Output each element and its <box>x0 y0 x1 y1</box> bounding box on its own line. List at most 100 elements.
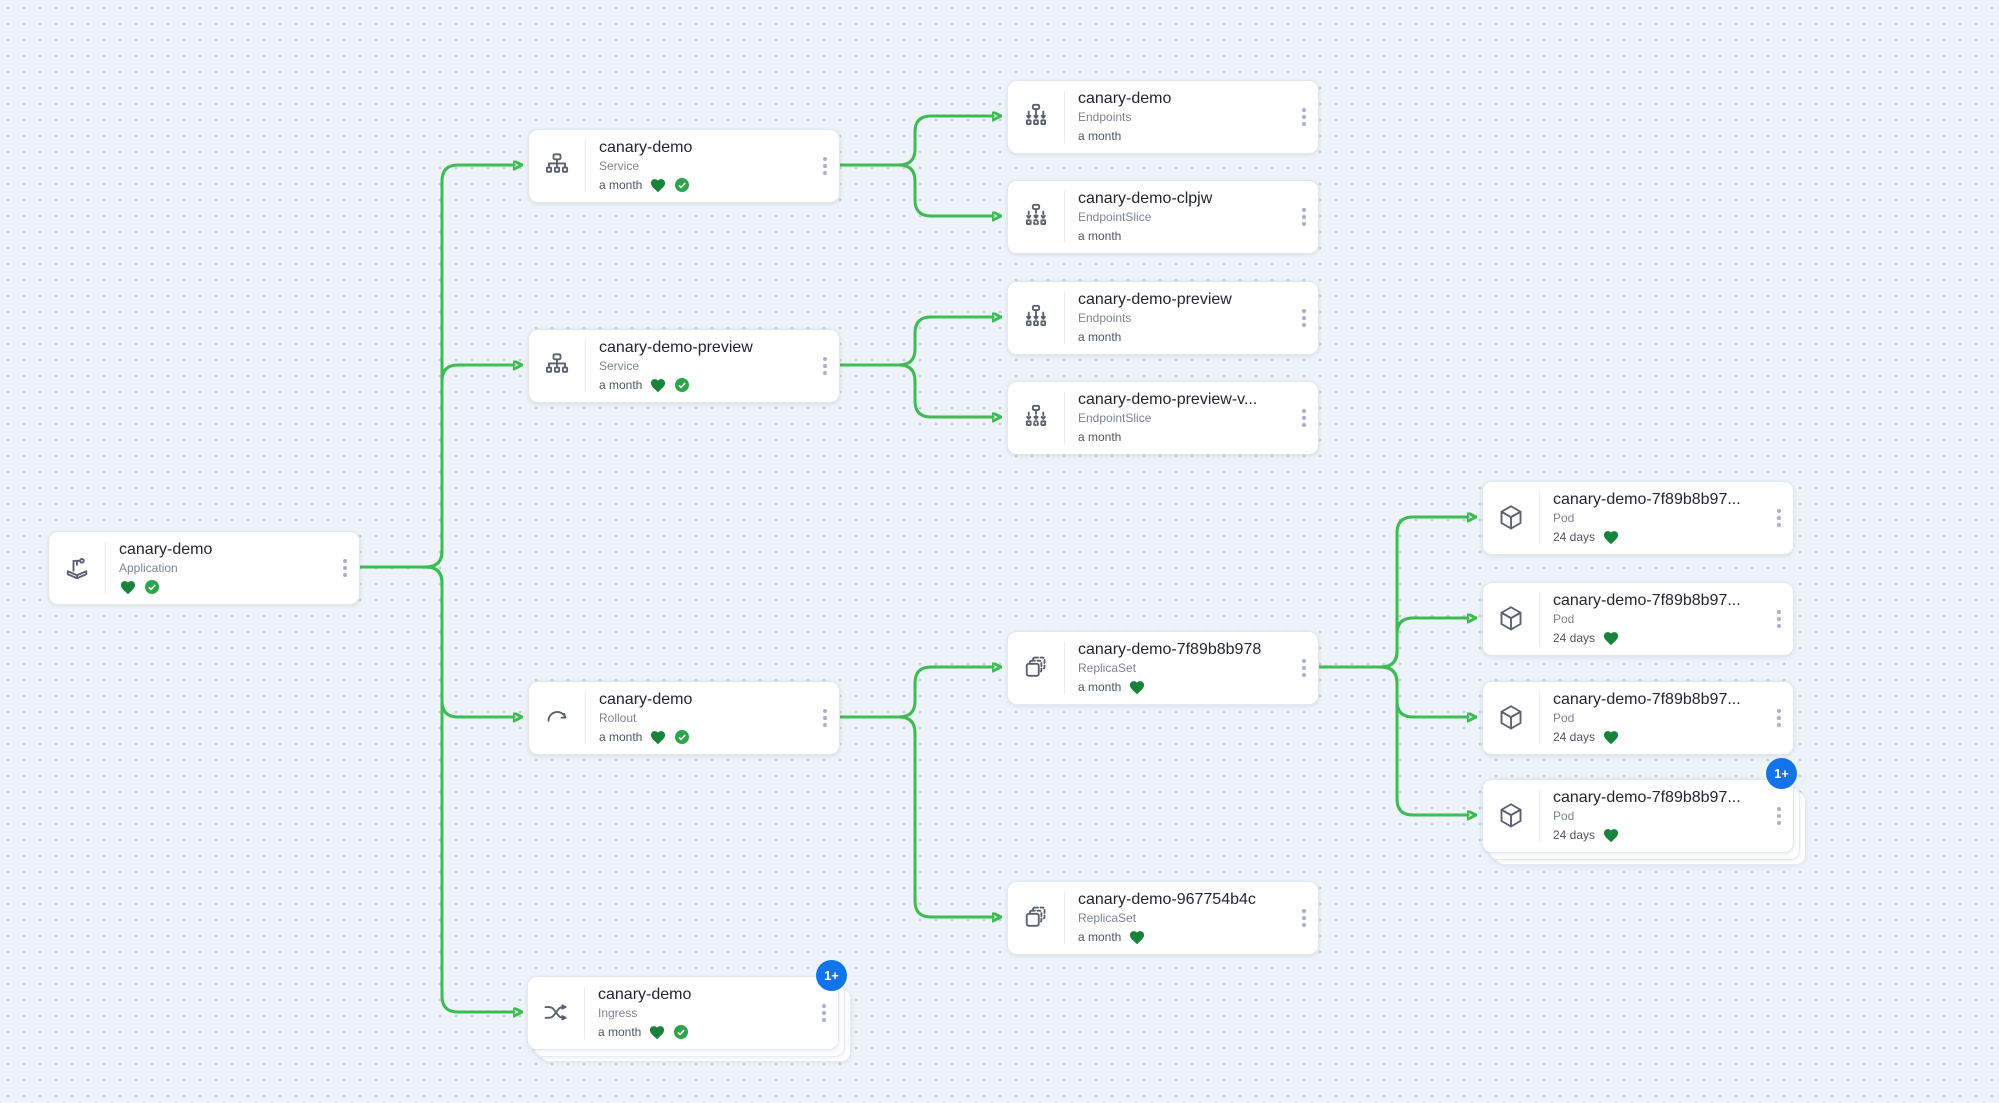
collapsed-count-badge[interactable]: 1+ <box>816 960 847 991</box>
node-menu-button[interactable] <box>1765 807 1793 825</box>
synced-check-icon <box>144 579 160 595</box>
node-kind: Pod <box>1553 809 1575 823</box>
synced-check-icon <box>674 177 690 193</box>
endpoints-icon <box>1008 303 1064 333</box>
node-age: 24 days <box>1553 530 1596 544</box>
service-icon <box>529 351 585 381</box>
node-kind: Service <box>599 359 640 373</box>
node-endpointslice-canary-demo-clpjw[interactable]: canary-demo-clpjw EndpointSlice a month <box>1007 180 1319 254</box>
node-title: canary-demo-7f89b8b97... <box>1553 788 1741 806</box>
replicaset-icon <box>1008 653 1064 683</box>
node-age: a month <box>1078 229 1122 243</box>
divider <box>1539 790 1540 842</box>
node-pod-2[interactable]: canary-demo-7f89b8b97... Pod 24 days <box>1482 582 1794 656</box>
node-title: canary-demo-preview-v... <box>1078 390 1258 408</box>
divider <box>585 340 586 392</box>
node-menu-button[interactable] <box>1290 409 1318 427</box>
node-menu-button[interactable] <box>1765 610 1793 628</box>
node-endpointslice-canary-demo-preview[interactable]: canary-demo-preview-v... EndpointSlice a… <box>1007 381 1319 455</box>
node-title: canary-demo-7f89b8b97... <box>1553 690 1741 708</box>
divider <box>1539 593 1540 645</box>
node-title: canary-demo-preview <box>599 338 753 356</box>
node-menu-button[interactable] <box>1290 108 1318 126</box>
node-menu-button[interactable] <box>811 357 839 375</box>
node-replicaset-canary-demo-7f89b8b978[interactable]: canary-demo-7f89b8b978 ReplicaSet a mont… <box>1007 631 1319 705</box>
node-ingress-canary-demo[interactable]: canary-demo Ingress a month 1+ <box>527 960 847 1050</box>
node-menu-button[interactable] <box>811 709 839 727</box>
node-title: canary-demo <box>119 540 213 558</box>
healthy-heart-icon <box>1128 929 1146 946</box>
healthy-heart-icon <box>649 177 667 194</box>
application-icon <box>49 553 105 583</box>
node-title: canary-demo-967754b4c <box>1078 890 1256 908</box>
node-age: a month <box>599 178 643 192</box>
node-title: canary-demo-7f89b8b97... <box>1553 591 1741 609</box>
node-age: a month <box>599 730 643 744</box>
divider <box>1064 642 1065 694</box>
node-pod-1[interactable]: canary-demo-7f89b8b97... Pod 24 days <box>1482 481 1794 555</box>
divider <box>1539 692 1540 744</box>
divider <box>585 140 586 192</box>
divider <box>1064 292 1065 344</box>
node-service-canary-demo[interactable]: canary-demo Service a month <box>528 129 840 203</box>
node-replicaset-canary-demo-967754b4c[interactable]: canary-demo-967754b4c ReplicaSet a month <box>1007 881 1319 955</box>
endpointslice-icon <box>1008 202 1064 232</box>
node-menu-button[interactable] <box>1290 208 1318 226</box>
divider <box>1539 492 1540 544</box>
pod-icon <box>1483 604 1539 634</box>
node-age: a month <box>1078 430 1122 444</box>
node-age: a month <box>598 1025 642 1039</box>
healthy-heart-icon <box>119 579 137 596</box>
node-menu-button[interactable] <box>1290 309 1318 327</box>
node-kind: Pod <box>1553 511 1575 525</box>
node-menu-button[interactable] <box>1765 509 1793 527</box>
node-menu-button[interactable] <box>1290 909 1318 927</box>
node-application-canary-demo[interactable]: canary-demo Application <box>48 531 360 605</box>
divider <box>585 692 586 744</box>
node-menu-button[interactable] <box>1290 659 1318 677</box>
node-service-canary-demo-preview[interactable]: canary-demo-preview Service a month <box>528 329 840 403</box>
node-age: a month <box>1078 330 1122 344</box>
synced-check-icon <box>673 1024 689 1040</box>
node-rollout-canary-demo[interactable]: canary-demo Rollout a month <box>528 681 840 755</box>
healthy-heart-icon <box>648 1024 666 1041</box>
node-title: canary-demo <box>599 138 693 156</box>
node-kind: Rollout <box>599 711 637 725</box>
healthy-heart-icon <box>649 729 667 746</box>
divider <box>1064 392 1065 444</box>
node-age: 24 days <box>1553 828 1596 842</box>
service-icon <box>529 151 585 181</box>
divider <box>1064 892 1065 944</box>
node-title: canary-demo-preview <box>1078 290 1232 308</box>
healthy-heart-icon <box>1128 679 1146 696</box>
node-kind: EndpointSlice <box>1078 411 1152 425</box>
node-menu-button[interactable] <box>810 1004 838 1022</box>
node-endpoints-canary-demo-preview[interactable]: canary-demo-preview Endpoints a month <box>1007 281 1319 355</box>
synced-check-icon <box>674 729 690 745</box>
node-kind: Service <box>599 159 640 173</box>
node-menu-button[interactable] <box>331 559 359 577</box>
healthy-heart-icon <box>1602 630 1620 647</box>
node-age: a month <box>1078 930 1122 944</box>
node-menu-button[interactable] <box>1765 709 1793 727</box>
node-title: canary-demo-clpjw <box>1078 189 1213 207</box>
ingress-icon <box>528 998 584 1028</box>
node-kind: Pod <box>1553 711 1575 725</box>
node-pod-4[interactable]: canary-demo-7f89b8b97... Pod 24 days 1+ <box>1482 758 1797 853</box>
healthy-heart-icon <box>1602 729 1620 746</box>
pod-icon <box>1483 703 1539 733</box>
node-kind: Application <box>119 561 178 575</box>
node-age: 24 days <box>1553 730 1596 744</box>
collapsed-count-badge[interactable]: 1+ <box>1766 758 1797 789</box>
node-pod-3[interactable]: canary-demo-7f89b8b97... Pod 24 days <box>1482 681 1794 755</box>
node-age: 24 days <box>1553 631 1596 645</box>
endpointslice-icon <box>1008 403 1064 433</box>
divider <box>584 987 585 1039</box>
synced-check-icon <box>674 377 690 393</box>
node-age: a month <box>1078 129 1122 143</box>
pod-icon <box>1483 503 1539 533</box>
node-menu-button[interactable] <box>811 157 839 175</box>
node-endpoints-canary-demo[interactable]: canary-demo Endpoints a month <box>1007 80 1319 154</box>
